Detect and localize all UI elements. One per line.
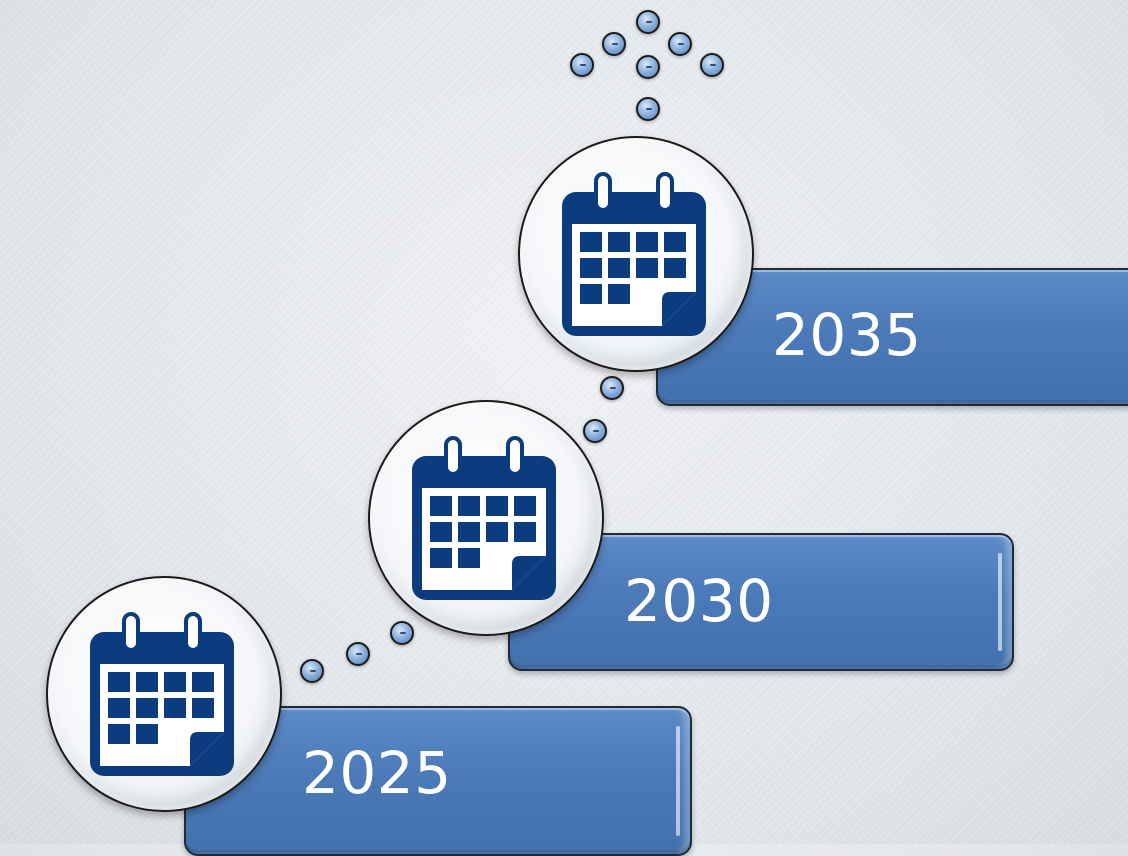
arrow-dot <box>700 53 724 77</box>
calendar-badge-2025 <box>46 576 282 812</box>
arrow-dot <box>602 32 626 56</box>
milestone-label-2035: 2035 <box>772 301 922 369</box>
calendar-icon <box>412 436 556 600</box>
arrow-dot <box>636 10 660 34</box>
calendar-icon <box>562 172 706 336</box>
arrow-dot <box>570 53 594 77</box>
connector-dot <box>600 376 624 400</box>
calendar-icon <box>90 612 234 776</box>
connector-dot <box>300 659 324 683</box>
arrow-dot <box>668 32 692 56</box>
milestone-label-2030: 2030 <box>624 567 774 635</box>
calendar-badge-2030 <box>368 400 604 636</box>
arrow-dot <box>636 97 660 121</box>
milestone-label-2025: 2025 <box>302 739 452 807</box>
connector-dot <box>583 419 607 443</box>
arrow-dot <box>636 55 660 79</box>
connector-dot <box>346 642 370 666</box>
calendar-badge-2035 <box>518 136 754 372</box>
connector-dot <box>390 621 414 645</box>
